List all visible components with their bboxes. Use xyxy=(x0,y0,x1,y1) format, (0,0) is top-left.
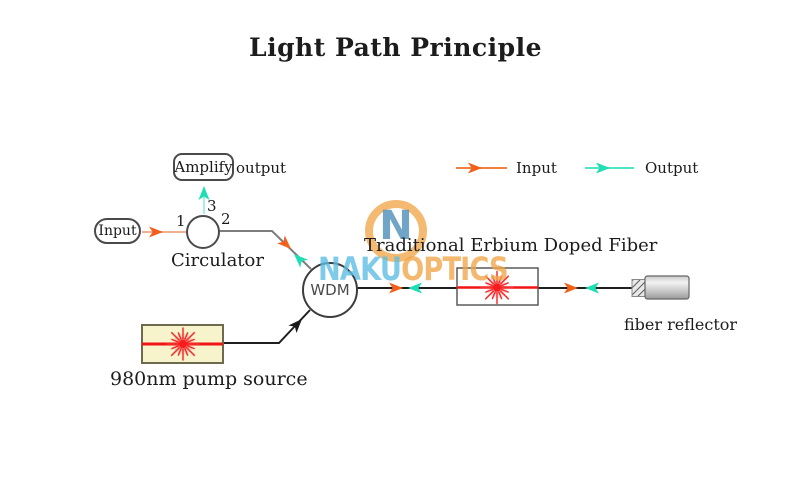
reflector-ferrule xyxy=(631,279,647,297)
pump-source-label: 980nm pump source xyxy=(110,368,308,390)
edf-label: Traditional Erbium Doped Fiber xyxy=(364,235,658,256)
reflector-body xyxy=(644,275,690,300)
watermark-brand-orange: OPTICS xyxy=(401,250,509,288)
legend-input-label: Input xyxy=(516,159,557,177)
circulator-port2-label: 2 xyxy=(221,210,231,228)
watermark-letter: N xyxy=(379,203,413,249)
legend-output-label: Output xyxy=(645,159,699,177)
input-node: Input xyxy=(94,218,141,244)
amplify-outside-label: output xyxy=(236,159,287,177)
watermark-ring-icon xyxy=(365,200,427,262)
watermark-brand-blue: NAKU xyxy=(318,250,402,288)
circulator-label: Circulator xyxy=(171,250,264,271)
watermark-brand: NAKUOPTICS xyxy=(318,250,509,288)
fiber-reflector-label: fiber reflector xyxy=(624,315,738,334)
wdm-label: WDM xyxy=(310,281,350,299)
circulator-port1-label: 1 xyxy=(176,212,186,230)
amplify-label: Amplify xyxy=(174,158,233,176)
amplify-output-node: Amplify xyxy=(173,153,234,181)
circulator-port3-label: 3 xyxy=(207,197,217,215)
page-title: Light Path Principle xyxy=(249,33,542,62)
input-label: Input xyxy=(98,223,137,239)
laser-burst-icon xyxy=(166,327,200,361)
wdm-node xyxy=(302,262,358,318)
circulator-node xyxy=(186,215,220,249)
